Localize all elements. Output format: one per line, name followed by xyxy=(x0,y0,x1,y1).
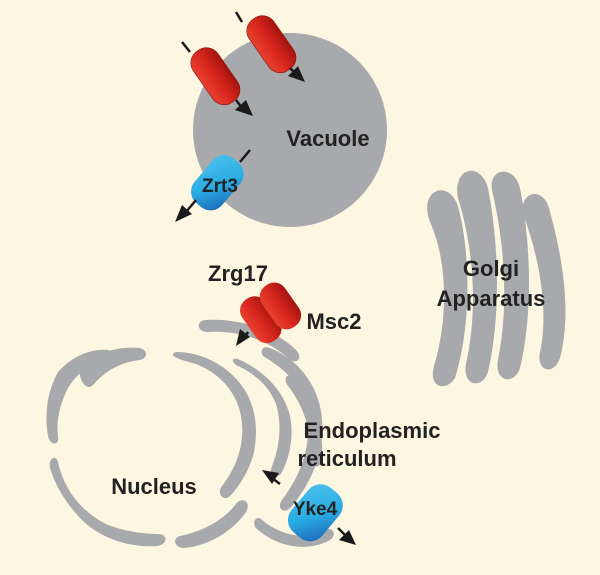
zrg17-label: Zrg17 xyxy=(208,261,268,286)
zrt3-transporter xyxy=(175,149,251,222)
vacuole-label: Vacuole xyxy=(286,126,369,151)
golgi-label-line2: Apparatus xyxy=(437,286,546,311)
er-label-line1: Endoplasmic xyxy=(304,418,441,443)
zrg17-msc2-transporter xyxy=(236,282,302,346)
zrt3-label: Zrt3 xyxy=(202,176,238,197)
vacuole-red-transporter-2 xyxy=(181,41,253,116)
golgi-apparatus-shape xyxy=(427,170,566,387)
nucleus-label: Nucleus xyxy=(111,474,197,499)
golgi-label-line1: Golgi xyxy=(463,256,519,281)
yke4-transporter xyxy=(262,470,356,545)
vacuole-red-transporter-1 xyxy=(234,11,305,82)
msc2-label: Msc2 xyxy=(306,309,361,334)
er-label-line2: reticulum xyxy=(297,446,396,471)
yke4-label: Yke4 xyxy=(293,499,338,520)
